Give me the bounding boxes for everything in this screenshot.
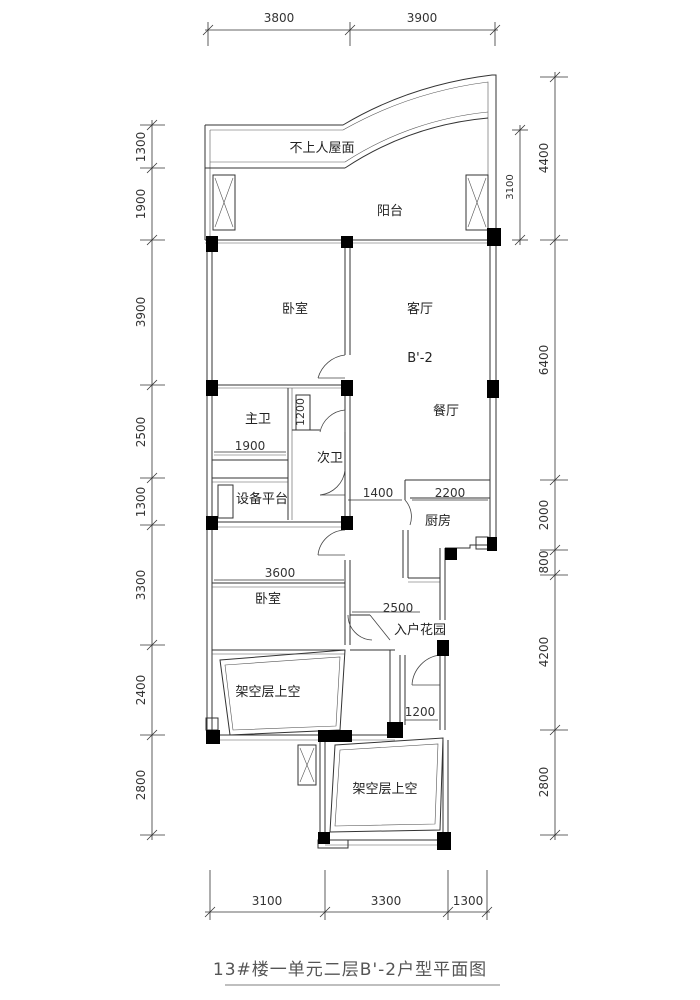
dim-left-2: 1900 [134, 189, 148, 220]
label-bedroom2: 卧室 [255, 591, 281, 607]
dim-bedroom2: 3600 [265, 566, 296, 580]
dimension-lines [140, 22, 568, 920]
dimension-labels: 3800 3900 3100 3300 1300 1300 1900 3900 … [134, 11, 551, 908]
dim-bottom-2: 3300 [371, 894, 402, 908]
dim-left-6: 3300 [134, 570, 148, 601]
dim-top-1: 3800 [264, 11, 295, 25]
label-void1: 架空层上空 [235, 685, 300, 700]
label-garden: 入户花园 [394, 622, 446, 638]
internal-dim-labels: 1200 1900 1400 2200 3600 2500 1200 [235, 398, 466, 719]
dim-left-3: 3900 [134, 297, 148, 328]
dim-garden: 2500 [383, 601, 414, 615]
walls [204, 74, 498, 849]
label-void2: 架空层上空 [352, 782, 417, 797]
label-equipment: 设备平台 [236, 491, 288, 507]
structural-columns [206, 228, 501, 850]
label-balcony: 阳台 [377, 204, 403, 219]
dim-entry: 1200 [405, 705, 436, 719]
dim-right-5: 4200 [537, 637, 551, 668]
dim-right-1: 4400 [537, 143, 551, 174]
label-unit: B'-2 [407, 351, 432, 366]
dim-left-4: 2500 [134, 417, 148, 448]
dim-corridor: 1400 [363, 486, 394, 500]
dim-bottom-3: 1300 [453, 894, 484, 908]
dim-right-4: 800 [537, 551, 551, 574]
dim-right-inner: 3100 [505, 174, 516, 199]
dim-bottom-1: 3100 [252, 894, 283, 908]
label-roof: 不上人屋面 [289, 141, 354, 156]
dim-right-2: 6400 [537, 345, 551, 376]
internal-dims [214, 451, 488, 721]
dim-left-8: 2800 [134, 770, 148, 801]
label-kitchen: 厨房 [425, 513, 451, 529]
dim-kitchen: 2200 [435, 486, 466, 500]
dim-left-7: 2400 [134, 675, 148, 706]
dim-left-1: 1300 [134, 132, 148, 163]
dim-closet: 1200 [294, 398, 307, 426]
plan-title: 13#楼一单元二层B'-2户型平面图 [213, 960, 487, 980]
dim-top-2: 3900 [407, 11, 438, 25]
label-second-bath: 次卫 [317, 450, 343, 466]
label-bedroom1: 卧室 [282, 301, 308, 317]
dim-master-bath: 1900 [235, 439, 266, 453]
label-master-bath: 主卫 [245, 412, 271, 427]
dim-right-6: 2800 [537, 767, 551, 798]
doors [317, 354, 441, 686]
label-dining: 餐厅 [433, 403, 459, 419]
room-labels: 不上人屋面 阳台 卧室 客厅 B'-2 餐厅 主卫 次卫 设备平台 厨房 卧室 … [235, 141, 459, 797]
dim-left-5: 1300 [134, 487, 148, 518]
label-living: 客厅 [407, 301, 433, 317]
dim-right-3: 2000 [537, 500, 551, 531]
